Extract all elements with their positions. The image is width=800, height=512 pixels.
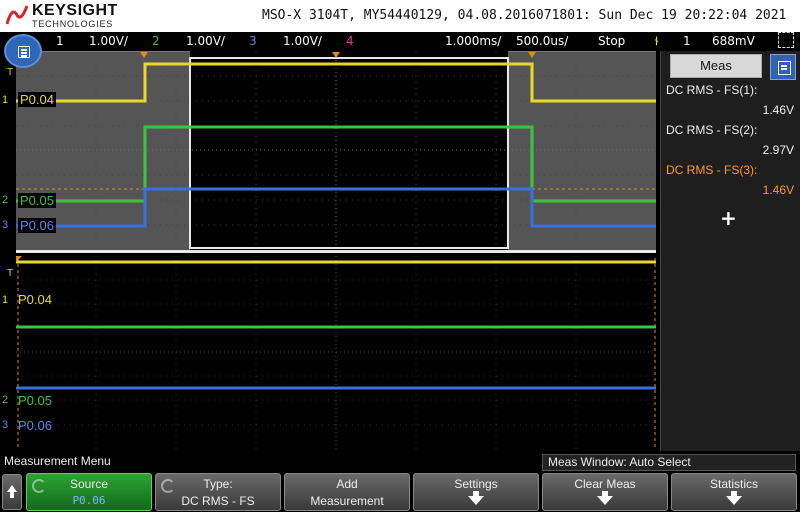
type-softkey-value: DC RMS - FS	[181, 494, 255, 508]
fullscreen-icon[interactable]	[778, 32, 794, 48]
ch2-ground-marker-bottom[interactable]: 2	[2, 394, 9, 406]
submenu-arrow-icon	[726, 491, 742, 505]
ch3-ground-marker-top[interactable]: 3	[2, 219, 9, 231]
trigger-marker-top[interactable]: T	[7, 67, 14, 78]
measurement-panel	[660, 51, 800, 451]
time-delay[interactable]: 1.000ms/	[445, 34, 502, 48]
zoom-split-divider[interactable]	[16, 250, 656, 253]
ch1-ground-marker-top[interactable]: 1	[2, 94, 9, 106]
ch3-number[interactable]: 3	[249, 34, 257, 48]
ch2-ground-marker-top[interactable]: 2	[2, 194, 9, 206]
meas-window-select[interactable]: Meas Window: Auto Select	[542, 454, 796, 471]
ch2-label-top: P0.05	[18, 193, 56, 208]
add-softkey-label-2: Measurement	[310, 494, 384, 508]
ch3-scale[interactable]: 1.00V/	[283, 34, 322, 48]
settings-softkey[interactable]: Settings	[413, 473, 539, 511]
ch1-ground-marker-bottom[interactable]: 1	[2, 294, 9, 306]
brand-name: KEYSIGHT	[32, 2, 118, 19]
menu-icon	[18, 46, 30, 58]
keysight-wave-icon	[6, 5, 28, 25]
ch2-number[interactable]: 2	[152, 34, 160, 48]
instrument-info: MSO-X 3104T, MY54440129, 04.08.201607180…	[262, 8, 787, 23]
brand-subtitle: TECHNOLOGIES	[32, 19, 114, 29]
add-softkey-label: Add	[336, 477, 358, 491]
submenu-arrow-icon	[597, 491, 613, 505]
submenu-arrow-icon	[468, 491, 484, 505]
run-state[interactable]: Stop	[598, 34, 626, 48]
meas-item-3-value: 1.46V	[762, 183, 794, 197]
ch3-label-bottom: P0.06	[18, 418, 52, 433]
type-softkey[interactable]: Type: DC RMS - FS	[155, 473, 281, 511]
left-gutter	[0, 51, 16, 450]
zoom-box[interactable]	[189, 57, 509, 249]
source-softkey-value: P0.06	[72, 494, 106, 507]
statistics-softkey[interactable]: Statistics	[671, 473, 797, 511]
meas-item-2-value: 2.97V	[762, 143, 794, 157]
entry-knob-icon	[32, 479, 46, 493]
ch1-label-bottom: P0.04	[18, 292, 52, 307]
add-measurement-plus-icon[interactable]: +	[720, 206, 737, 230]
meas-item-1-value: 1.46V	[762, 103, 794, 117]
status-bar: 1 1.00V/ 2 1.00V/ 3 1.00V/ 4 1.000ms/ 50…	[0, 32, 800, 51]
keysight-logo: KEYSIGHT TECHNOLOGIES	[6, 2, 136, 30]
ch1-label-top: P0.04	[18, 92, 56, 107]
source-softkey[interactable]: Source P0.06	[26, 473, 152, 511]
trigger-level[interactable]: 688mV	[712, 34, 755, 48]
ch3-label-top: P0.06	[18, 218, 56, 233]
ch1-number[interactable]: 1	[56, 34, 64, 48]
ch2-scale[interactable]: 1.00V/	[186, 34, 225, 48]
back-up-arrow-icon[interactable]	[2, 474, 22, 510]
ch2-label-bottom: P0.05	[18, 393, 52, 408]
main-menu-button[interactable]	[4, 34, 42, 68]
add-measurement-softkey[interactable]: Add Measurement	[284, 473, 410, 511]
meas-item-2-label[interactable]: DC RMS - FS(2):	[666, 123, 758, 137]
entry-knob-icon	[161, 479, 175, 493]
settings-softkey-label: Settings	[454, 477, 498, 491]
clear-meas-softkey[interactable]: Clear Meas	[542, 473, 668, 511]
meas-tab[interactable]: Meas	[670, 54, 762, 78]
header-bar: KEYSIGHT TECHNOLOGIES MSO-X 3104T, MY544…	[0, 0, 800, 32]
ch1-scale[interactable]: 1.00V/	[89, 34, 128, 48]
ch3-ground-marker-bottom[interactable]: 3	[2, 419, 9, 431]
trigger-marker-bottom[interactable]: T	[7, 268, 14, 279]
ch4-number[interactable]: 4	[346, 34, 354, 48]
meas-item-1-label[interactable]: DC RMS - FS(1):	[666, 83, 758, 97]
clear-meas-softkey-label: Clear Meas	[574, 477, 636, 491]
time-scale[interactable]: 500.0us/	[516, 34, 569, 48]
meas-panel-menu-icon[interactable]	[770, 54, 796, 80]
trigger-edge-icon[interactable]: ⫮	[655, 34, 659, 48]
menu-title: Measurement Menu	[4, 454, 111, 468]
source-softkey-label: Source	[69, 477, 109, 491]
type-softkey-label: Type:	[203, 477, 233, 491]
statistics-softkey-label: Statistics	[709, 477, 758, 491]
meas-item-3-label[interactable]: DC RMS - FS(3):	[666, 163, 758, 177]
trigger-source[interactable]: 1	[683, 34, 691, 48]
